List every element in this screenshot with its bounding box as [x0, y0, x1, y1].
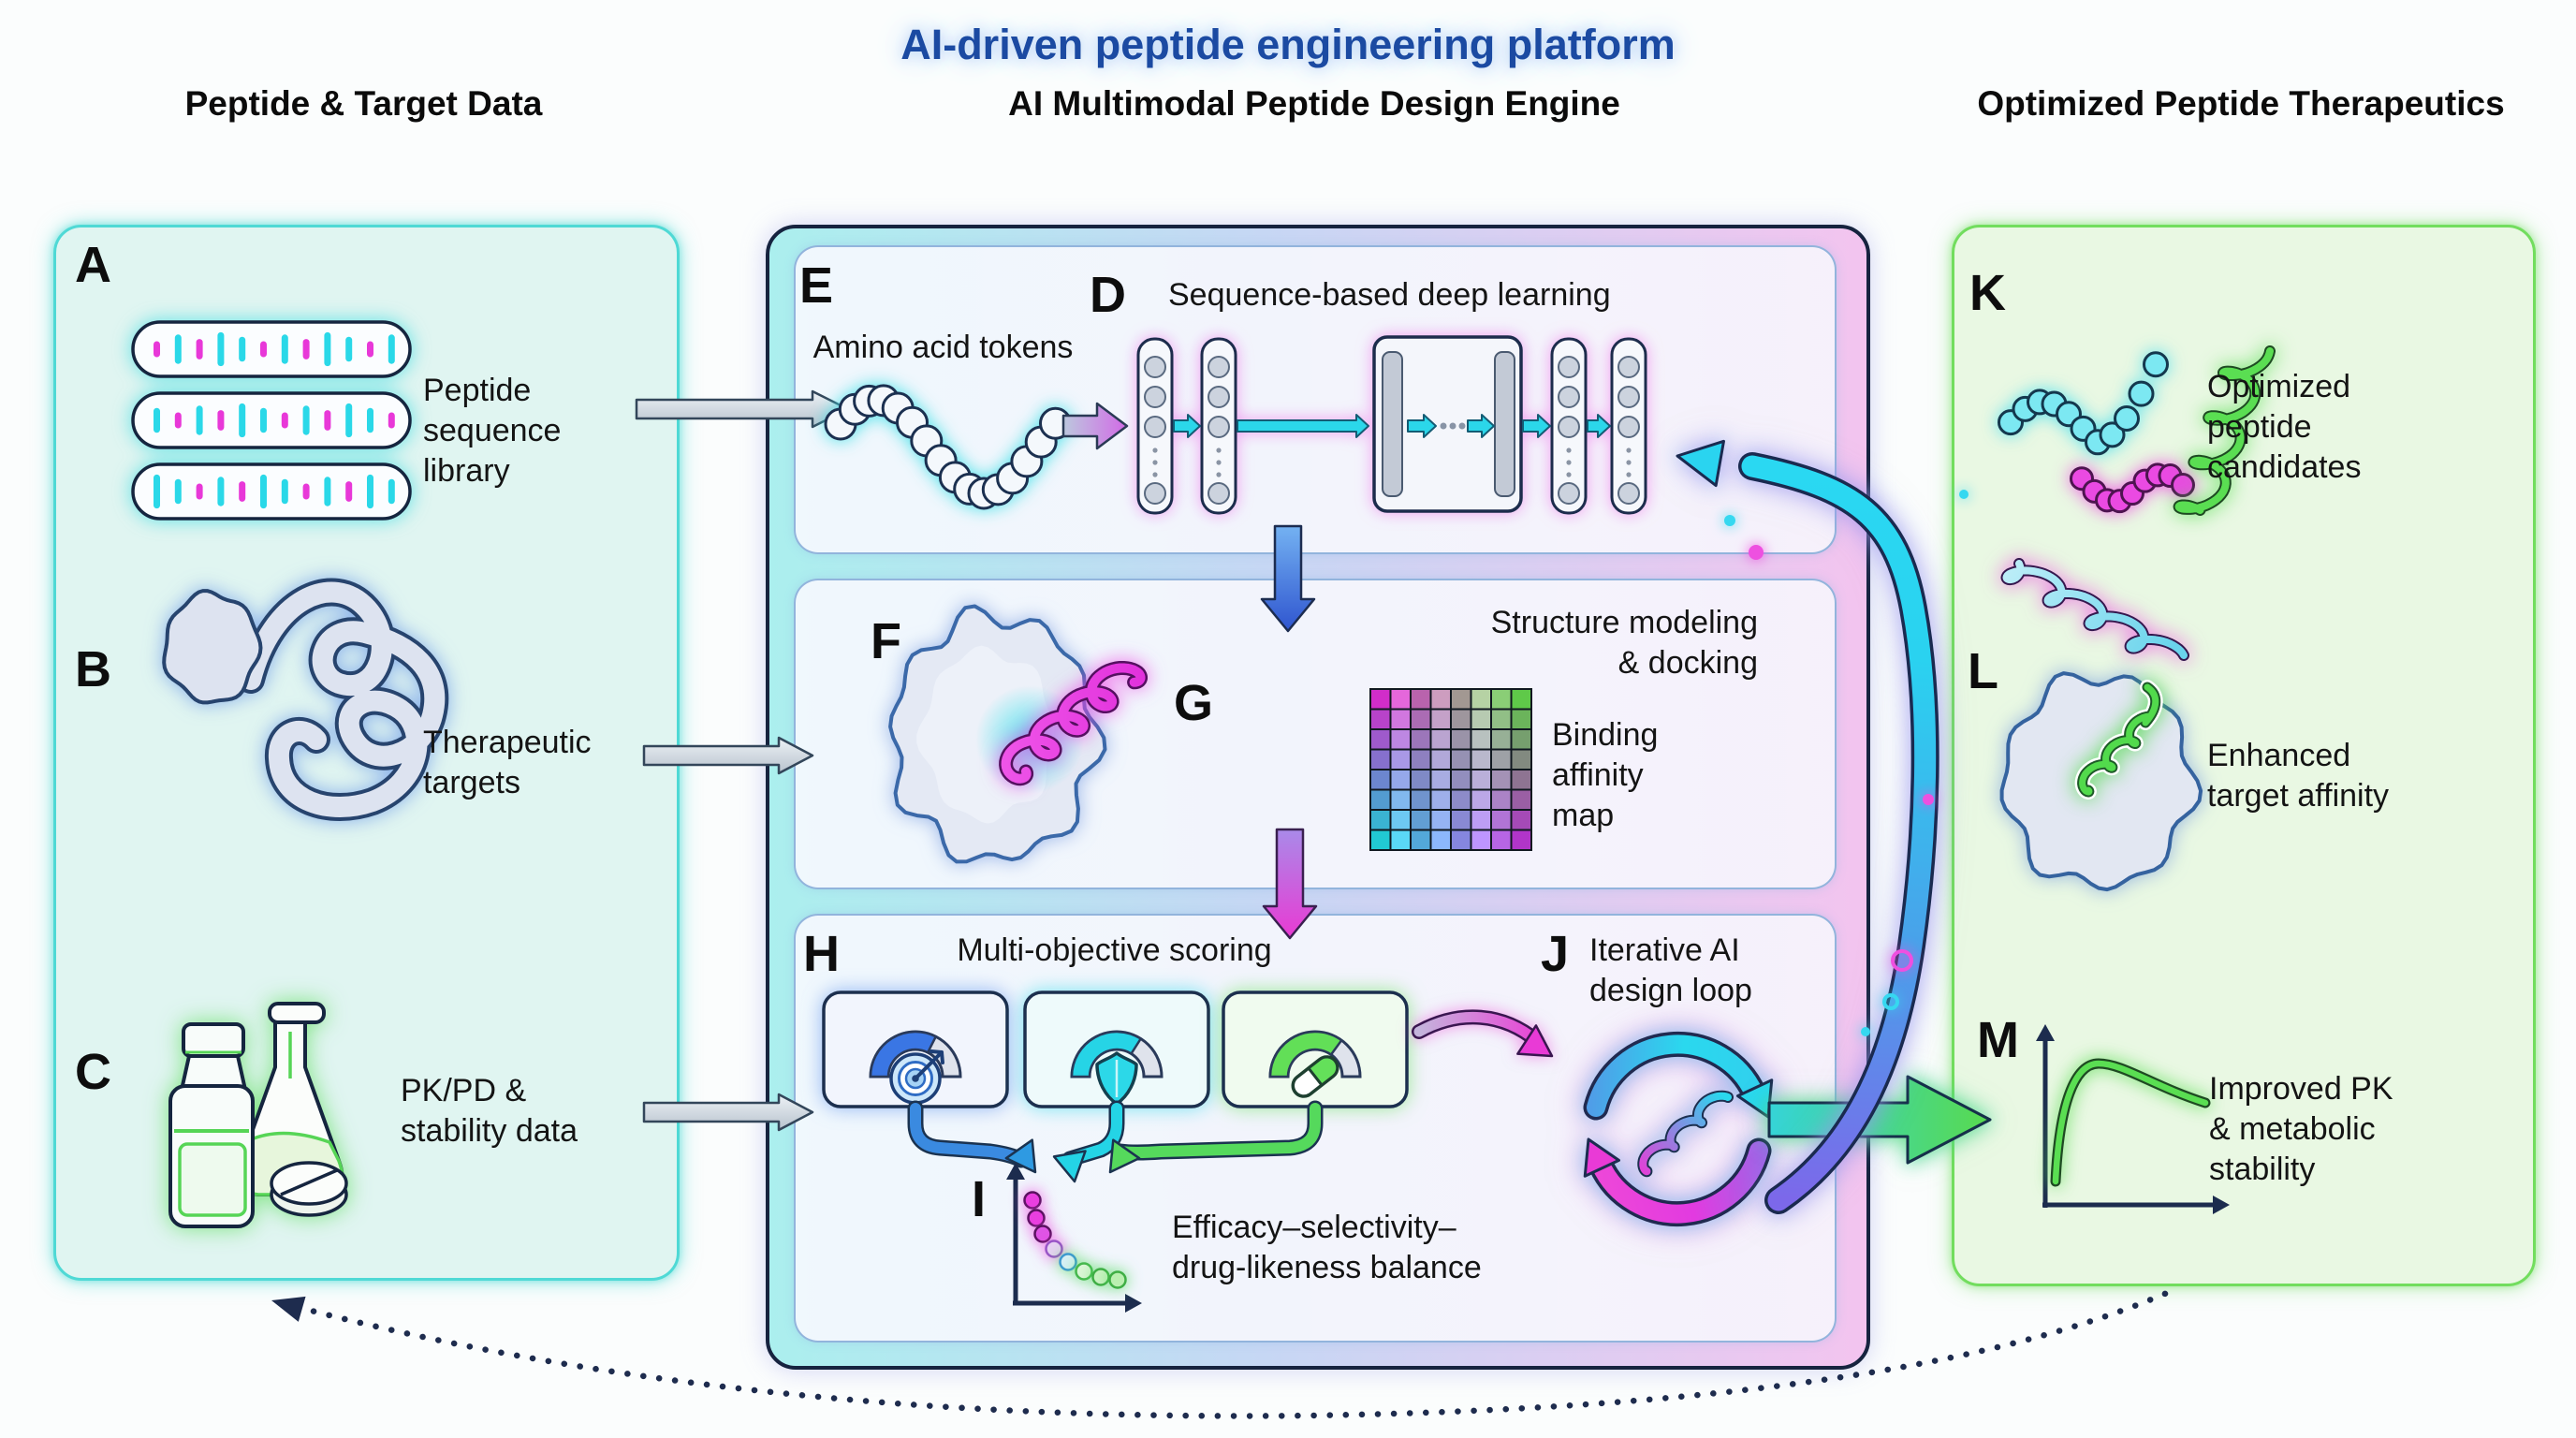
- letter-m: M: [1977, 1012, 2019, 1068]
- header-left: Peptide & Target Data: [184, 84, 543, 123]
- letter-a: A: [75, 237, 111, 293]
- letter-e: E: [799, 257, 834, 314]
- label-i: Efficacy–selectivity–drug-likeness balan…: [1172, 1210, 1482, 1285]
- letter-j: J: [1541, 926, 1570, 982]
- letter-b: B: [75, 641, 111, 697]
- letter-h: H: [803, 926, 840, 982]
- header-middle: AI Multimodal Peptide Design Engine: [1008, 84, 1620, 123]
- letter-f: F: [871, 613, 901, 669]
- label-h: Multi-objective scoring: [957, 932, 1272, 968]
- label-e: Amino acid tokens: [812, 330, 1074, 365]
- letter-i: I: [972, 1171, 987, 1227]
- header-right: Optimized Peptide Therapeutics: [1977, 84, 2505, 123]
- label-c: PK/PD &stability data: [401, 1073, 578, 1149]
- label-structure-docking: Structure modeling& docking: [1490, 605, 1758, 681]
- letter-c: C: [75, 1044, 111, 1100]
- letter-l: L: [1968, 643, 1998, 699]
- letter-d: D: [1090, 267, 1126, 323]
- letter-k: K: [1969, 265, 2006, 321]
- label-d: Sequence-based deep learning: [1168, 277, 1611, 313]
- letter-g: G: [1174, 675, 1214, 731]
- page-title: AI-driven peptide engineering platform: [900, 21, 1676, 68]
